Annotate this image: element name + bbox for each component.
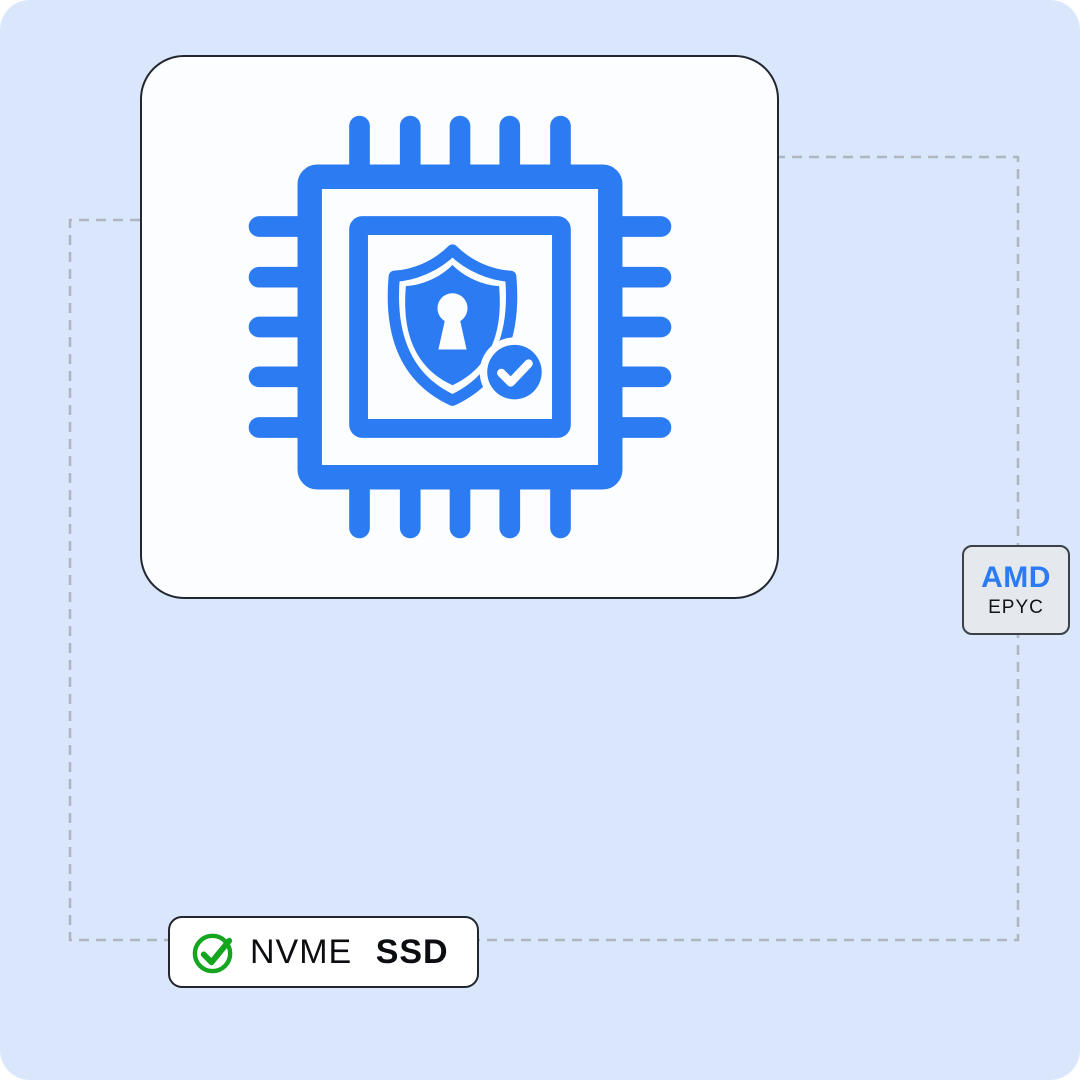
shield-lock-icon [387, 244, 517, 406]
amd-epyc-badge: AMD EPYC [962, 545, 1070, 635]
verified-check-icon [479, 337, 549, 407]
secure-cpu-chip-icon [248, 115, 671, 539]
nvme-label: NVME [250, 932, 363, 971]
nvme-ssd-badge: NVME SSD [168, 916, 479, 988]
amd-label: AMD [981, 561, 1051, 594]
ssd-label: SSD [375, 932, 449, 971]
green-check-icon [192, 933, 233, 973]
epyc-label: EPYC [988, 597, 1044, 618]
secure-cpu-card [140, 55, 779, 599]
